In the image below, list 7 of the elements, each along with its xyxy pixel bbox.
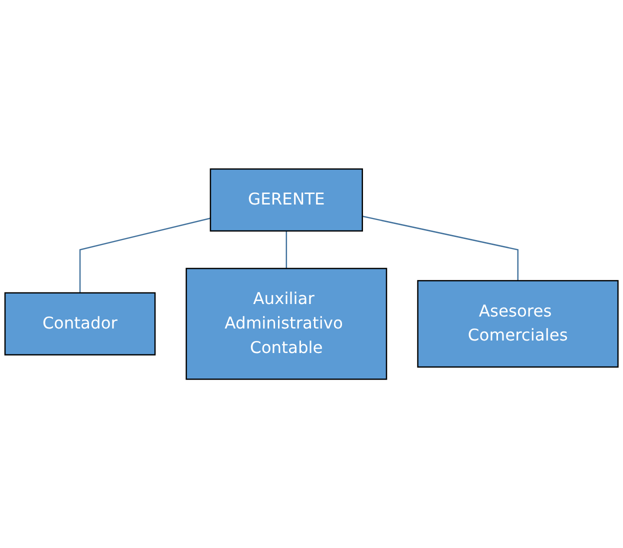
connector (362, 216, 518, 281)
connector (79, 218, 211, 293)
node-box: Asesores Comerciales (417, 280, 619, 368)
node-box: Contador (4, 292, 156, 356)
connector (286, 230, 288, 268)
node-box: Auxiliar Administrativo Contable (186, 268, 388, 380)
node-box: GERENTE (210, 168, 363, 232)
